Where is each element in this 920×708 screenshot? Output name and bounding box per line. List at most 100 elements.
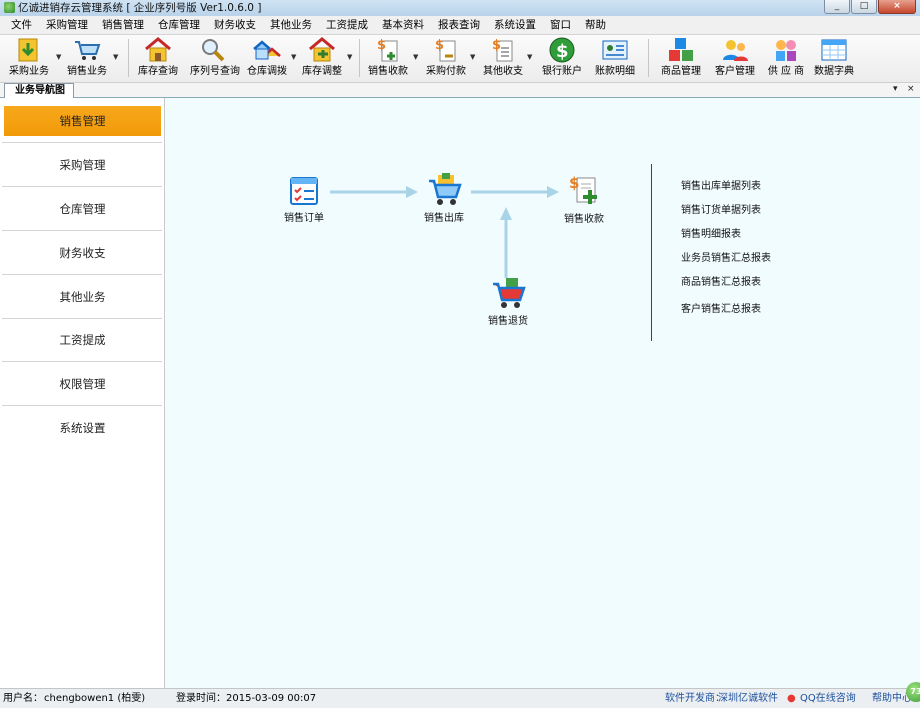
return-cart-icon (493, 278, 526, 308)
purchase-dropdown-icon[interactable]: ▼ (56, 53, 62, 61)
status-developer-link[interactable]: 深圳亿诚软件 (718, 693, 778, 704)
toolbar-sales-receipt-label: 销售收款 (368, 66, 408, 77)
window-title: 亿诚进销存云管理系统 [ 企业序列号版 Ver1.0.6.0 ] (18, 2, 262, 14)
title-bar: 亿诚进销存云管理系统 [ 企业序列号版 Ver1.0.6.0 ] _ □ × (0, 0, 920, 16)
order-checklist-icon (290, 177, 318, 205)
toolbar-separator (648, 39, 649, 77)
toolbar-goods-label: 商品管理 (661, 66, 701, 77)
sidebar-divider (2, 361, 162, 362)
sidebar-divider (2, 142, 162, 143)
flow-node-sales-order[interactable]: 销售订单 (279, 175, 329, 224)
sidebar-divider (2, 186, 162, 187)
toolbar-separator (359, 39, 360, 77)
toolbar-stock-adjust-label: 库存调整 (302, 66, 342, 77)
menu-window[interactable]: 窗口 (550, 19, 571, 31)
menu-bar: 文件 采购管理 销售管理 仓库管理 财务收支 其他业务 工资提成 基本资料 报表… (0, 16, 920, 35)
flow-label-sales-outbound: 销售出库 (424, 213, 464, 224)
menu-sales[interactable]: 销售管理 (102, 19, 144, 31)
toolbar-other-finance-button[interactable]: $ 其他收支 (481, 36, 525, 78)
sidebar-item-finance[interactable]: 财务收支 (59, 246, 106, 260)
status-login-label: 登录时间： (176, 693, 226, 704)
status-help-link[interactable]: 帮助中心 (872, 693, 912, 704)
toolbar-goods-button[interactable]: 商品管理 (659, 36, 703, 78)
status-developer-label: 软件开发商： (665, 693, 725, 704)
flow-node-sales-receipt[interactable]: $ 销售收款 (557, 172, 611, 225)
toolbar-separator (128, 39, 129, 77)
menu-file[interactable]: 文件 (11, 19, 32, 31)
maximize-button[interactable]: □ (851, 0, 877, 14)
qq-icon: ● (787, 693, 796, 704)
menu-settings[interactable]: 系统设置 (494, 19, 536, 31)
status-user-value: chengbowen1 (柏雯) (44, 693, 146, 704)
sidebar-item-purchase[interactable]: 采购管理 (59, 158, 106, 172)
menu-warehouse[interactable]: 仓库管理 (158, 19, 200, 31)
business-navigation-panel: 销售订单 销售出库 $ 销售收款 销售退货 (165, 98, 920, 688)
toolbar-bank-account-label: 银行账户 (542, 66, 582, 77)
tab-pin-icon[interactable]: ▾ (893, 84, 898, 94)
status-bar: 用户名： chengbowen1 (柏雯) 登录时间： 2015-03-09 0… (0, 688, 920, 708)
money-doc-minus-icon: $ (435, 38, 456, 62)
purchase-icon (18, 38, 38, 62)
sales-dropdown-icon[interactable]: ▼ (113, 53, 119, 61)
suppliers-icon (776, 40, 796, 61)
menu-basic[interactable]: 基本资料 (382, 19, 424, 31)
status-user-label: 用户名： (3, 693, 43, 704)
report-link-sales-detail[interactable]: 销售明细报表 (681, 229, 741, 240)
money-list-icon: $ (492, 38, 513, 62)
menu-reports[interactable]: 报表查询 (438, 19, 480, 31)
transfer-dropdown-icon[interactable]: ▼ (291, 53, 297, 61)
toolbar-purchase-payment-button[interactable]: $ 采购付款 (424, 36, 468, 78)
report-link-goods-summary[interactable]: 商品销售汇总报表 (681, 277, 761, 288)
report-link-outbound-list[interactable]: 销售出库单据列表 (681, 181, 761, 192)
receipt-money-icon: $ (569, 174, 597, 204)
toolbar-sales-receipt-button[interactable]: $ 销售收款 (366, 36, 410, 78)
toolbar-stock-adjust-button[interactable]: 库存调整 (300, 36, 344, 78)
tab-close-icon[interactable]: × (907, 84, 915, 94)
toolbar-account-detail-button[interactable]: 账款明细 (594, 36, 636, 78)
sales-receipt-dropdown-icon[interactable]: ▼ (413, 53, 419, 61)
flow-node-sales-outbound[interactable]: 销售出库 (417, 173, 471, 224)
toolbar-serial-query-button[interactable]: 序列号查询 (190, 36, 240, 78)
sidebar-item-wages[interactable]: 工资提成 (59, 333, 106, 347)
menu-wages[interactable]: 工资提成 (326, 19, 368, 31)
purchase-payment-dropdown-icon[interactable]: ▼ (470, 53, 476, 61)
toolbar-suppliers-button[interactable]: 供 应 商 (766, 36, 806, 78)
sidebar-item-sales[interactable]: 销售管理 (4, 106, 161, 136)
flow-label-sales-order: 销售订单 (284, 213, 324, 224)
outbound-cart-icon (429, 173, 462, 205)
report-link-salesperson-summary[interactable]: 业务员销售汇总报表 (681, 253, 771, 264)
sidebar-item-settings[interactable]: 系统设置 (59, 421, 106, 435)
window-controls: _ □ × (824, 0, 916, 14)
sidebar-item-other[interactable]: 其他业务 (59, 290, 106, 304)
toolbar-dictionary-button[interactable]: 数据字典 (813, 36, 855, 78)
flow-node-sales-return[interactable]: 销售退货 (481, 276, 535, 327)
stock-adjust-dropdown-icon[interactable]: ▼ (347, 53, 353, 61)
report-link-customer-summary[interactable]: 客户销售汇总报表 (681, 304, 761, 315)
toolbar-sales-label: 销售业务 (67, 66, 107, 77)
toolbar-stock-query-button[interactable]: 库存查询 (137, 36, 179, 78)
svg-text:$: $ (377, 38, 386, 53)
minimize-button[interactable]: _ (824, 0, 850, 14)
toolbar-purchase-label: 采购业务 (9, 66, 49, 77)
menu-other[interactable]: 其他业务 (270, 19, 312, 31)
ledger-card-icon (602, 40, 628, 60)
status-login-value: 2015-03-09 00:07 (226, 693, 317, 704)
toolbar-purchase-button[interactable]: 采购业务 (8, 36, 50, 78)
sidebar-item-warehouse[interactable]: 仓库管理 (59, 202, 106, 216)
report-link-order-list[interactable]: 销售订货单据列表 (681, 205, 761, 216)
close-button[interactable]: × (878, 0, 916, 14)
toolbar-transfer-button[interactable]: 仓库调拨 (246, 36, 288, 78)
menu-finance[interactable]: 财务收支 (214, 19, 256, 31)
other-finance-dropdown-icon[interactable]: ▼ (527, 53, 533, 61)
toolbar-bank-account-button[interactable]: $ 银行账户 (540, 36, 584, 78)
menu-help[interactable]: 帮助 (585, 19, 606, 31)
tab-business-navigation[interactable]: 业务导航图 (4, 83, 74, 98)
report-divider (651, 164, 652, 341)
sidebar-item-permissions[interactable]: 权限管理 (59, 377, 106, 391)
status-qq-link[interactable]: QQ在线咨询 (800, 693, 856, 704)
floating-badge[interactable]: 73 (906, 682, 920, 702)
toolbar-customers-button[interactable]: 客户管理 (713, 36, 757, 78)
toolbar-transfer-label: 仓库调拨 (247, 66, 287, 77)
toolbar-sales-button[interactable]: 销售业务 (66, 36, 108, 78)
menu-purchase[interactable]: 采购管理 (46, 19, 88, 31)
